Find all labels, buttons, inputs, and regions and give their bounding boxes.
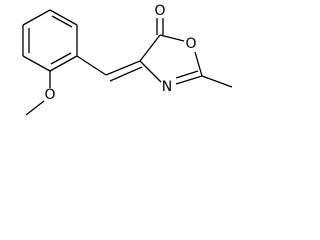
bond-c4-to-c5 bbox=[139, 34, 161, 62]
bond-benzene-4 bbox=[49, 55, 78, 72]
atom-label-ring-oxygen: O bbox=[185, 36, 196, 52]
atom-ring-nitrogen: N bbox=[162, 79, 172, 95]
benzylidene-linker bbox=[76, 55, 143, 82]
atom-label-methoxy-oxygen: O bbox=[44, 87, 55, 103]
bond-vinyl-double-inner bbox=[109, 66, 143, 82]
methoxy-group bbox=[25, 71, 51, 116]
chemical-structure-diagram: O O N O bbox=[22, 3, 233, 116]
atom-ring-oxygen: O bbox=[185, 36, 196, 52]
bond-c2-to-methyl bbox=[201, 75, 233, 88]
bond-benzene-inner-2 bbox=[50, 52, 72, 65]
atom-carbonyl-oxygen: O bbox=[154, 3, 165, 19]
atom-label-ring-nitrogen: N bbox=[162, 79, 172, 95]
atom-label-carbonyl-oxygen: O bbox=[154, 3, 165, 19]
bond-benzene-1 bbox=[22, 9, 51, 26]
bond-benzene-inner-1 bbox=[51, 15, 73, 28]
bond-benzene-2 bbox=[49, 9, 78, 26]
carbonyl-group bbox=[156, 18, 164, 35]
oxazolone-ring bbox=[139, 34, 203, 85]
bond-ring-to-vinyl-carbon bbox=[76, 55, 107, 76]
bond-c2-to-nitrogen-inner bbox=[175, 70, 199, 79]
bond-c2-to-nitrogen-outer bbox=[175, 75, 203, 85]
bond-vinyl-double-outer bbox=[105, 60, 141, 76]
bond-ring-oxygen-to-c2 bbox=[194, 51, 203, 77]
bond-benzene-5 bbox=[22, 55, 51, 72]
bond-c5-to-ring-oxygen bbox=[159, 34, 185, 42]
bond-nitrogen-to-c4 bbox=[139, 60, 162, 83]
benzene-ring bbox=[22, 9, 78, 72]
bond-methoxy-oxygen-to-methyl bbox=[25, 100, 45, 116]
atom-methoxy-oxygen: O bbox=[44, 87, 55, 103]
